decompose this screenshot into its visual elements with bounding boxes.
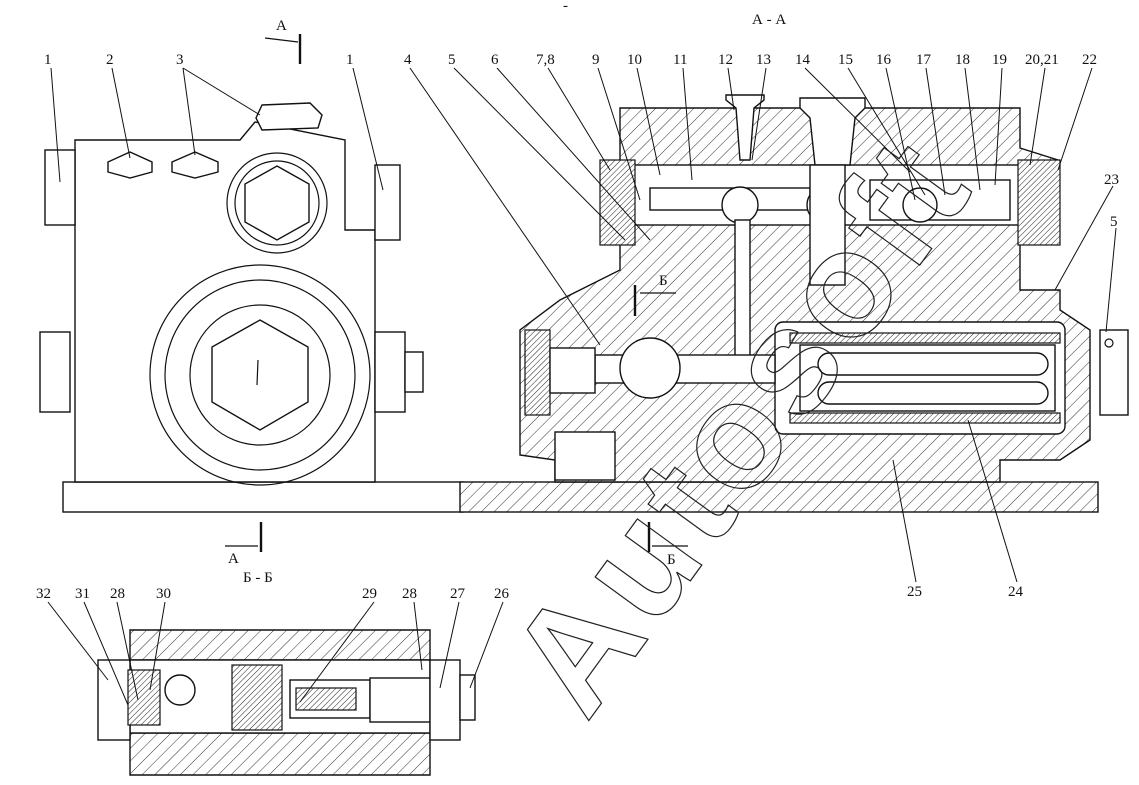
callout-23: 23 bbox=[1104, 172, 1119, 188]
callout-11: 11 bbox=[673, 52, 687, 68]
callout-18: 18 bbox=[955, 52, 970, 68]
callouts-top: 1 2 3 1 4 5 6 7,8 9 10 11 12 13 14 15 16… bbox=[44, 52, 1097, 68]
top-mark: - bbox=[563, 0, 568, 14]
cut-b-top-label: Б bbox=[659, 273, 668, 289]
callout-9: 9 bbox=[592, 52, 600, 68]
callout-1-left: 1 bbox=[44, 52, 52, 68]
callouts-bottom-main: 25 24 bbox=[907, 584, 1024, 600]
callout-6: 6 bbox=[491, 52, 499, 68]
callout-27: 27 bbox=[450, 586, 466, 602]
section-aa-view bbox=[459, 94, 1129, 552]
callout-30: 30 bbox=[156, 586, 171, 602]
callout-15: 15 bbox=[838, 52, 853, 68]
callout-13: 13 bbox=[756, 52, 771, 68]
callout-22: 22 bbox=[1082, 52, 1097, 68]
callouts-right: 23 5 bbox=[1104, 172, 1119, 230]
cut-b-bottom-label: Б bbox=[667, 552, 676, 568]
callout-1-right: 1 bbox=[346, 52, 354, 68]
callout-29: 29 bbox=[362, 586, 377, 602]
callout-28-right: 28 bbox=[402, 586, 417, 602]
callout-19: 19 bbox=[992, 52, 1007, 68]
callout-24: 24 bbox=[1008, 584, 1024, 600]
cut-a-top-label: А bbox=[276, 18, 287, 34]
leader-lines bbox=[47, 67, 1117, 706]
callout-4: 4 bbox=[404, 52, 412, 68]
callout-17: 17 bbox=[916, 52, 932, 68]
callout-16: 16 bbox=[876, 52, 892, 68]
front-view bbox=[39, 34, 464, 552]
callout-7-8: 7,8 bbox=[536, 52, 555, 68]
callout-5-right: 5 bbox=[1110, 214, 1118, 230]
callout-25: 25 bbox=[907, 584, 922, 600]
callout-3: 3 bbox=[176, 52, 184, 68]
section-aa-title: А - А bbox=[752, 12, 786, 28]
callout-2: 2 bbox=[106, 52, 114, 68]
callout-5-top: 5 bbox=[448, 52, 456, 68]
callout-14: 14 bbox=[795, 52, 811, 68]
callout-31: 31 bbox=[75, 586, 90, 602]
callout-20-21: 20,21 bbox=[1025, 52, 1059, 68]
callouts-section-bb: 32 31 28 30 29 28 27 26 bbox=[36, 586, 510, 602]
cut-a-bottom-label: А bbox=[228, 551, 239, 567]
section-bb-title: Б - Б bbox=[243, 570, 273, 586]
callout-28-left: 28 bbox=[110, 586, 125, 602]
callout-32: 32 bbox=[36, 586, 51, 602]
section-bb-view bbox=[97, 629, 476, 776]
callout-12: 12 bbox=[718, 52, 733, 68]
callout-10: 10 bbox=[627, 52, 642, 68]
callout-26: 26 bbox=[494, 586, 510, 602]
